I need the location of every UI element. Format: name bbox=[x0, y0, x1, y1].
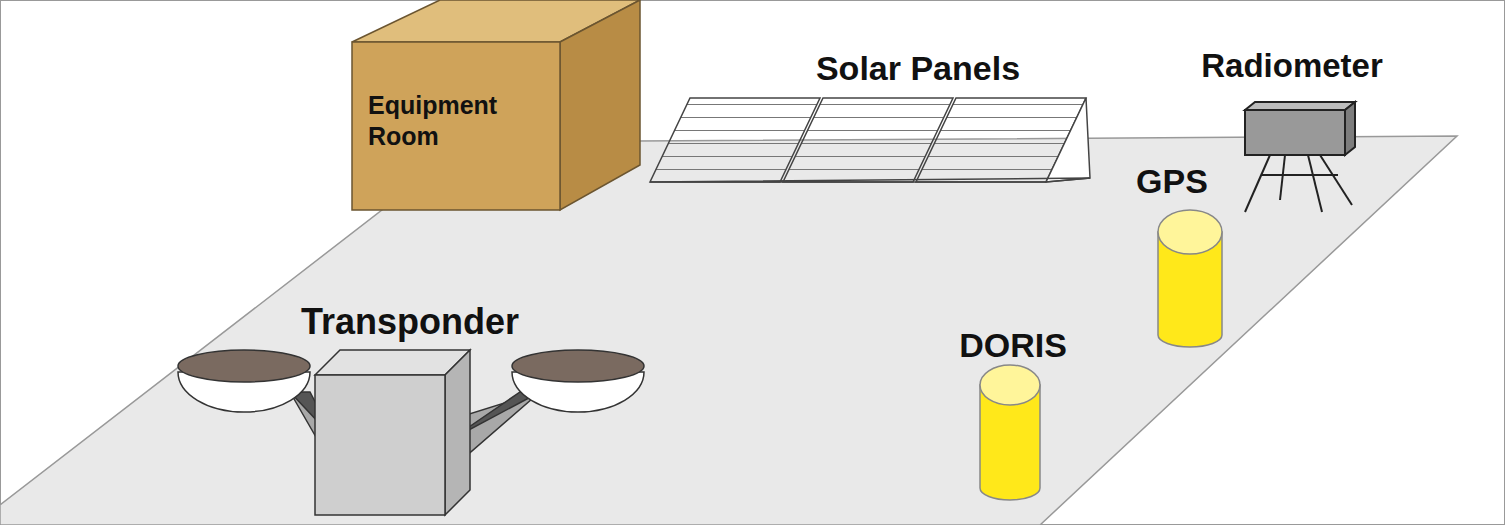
part-label: Solar Panels bbox=[816, 50, 1020, 87]
room-box: Equipment Room bbox=[352, 42, 560, 210]
doris-beacon bbox=[980, 365, 1040, 500]
room-front bbox=[352, 42, 560, 210]
gps-antenna bbox=[1158, 210, 1222, 347]
radiometer bbox=[1245, 102, 1355, 212]
part-label: DORIS bbox=[959, 327, 1067, 364]
part-label: Radiometer bbox=[1201, 48, 1383, 84]
solar-panels bbox=[650, 98, 1090, 182]
room-side bbox=[560, 0, 640, 210]
part-label: Transponder bbox=[301, 302, 519, 342]
room-label: Equipment Room bbox=[368, 90, 544, 153]
transponder bbox=[178, 350, 644, 515]
part-label: GPS bbox=[1136, 163, 1208, 200]
platform bbox=[0, 136, 1457, 525]
